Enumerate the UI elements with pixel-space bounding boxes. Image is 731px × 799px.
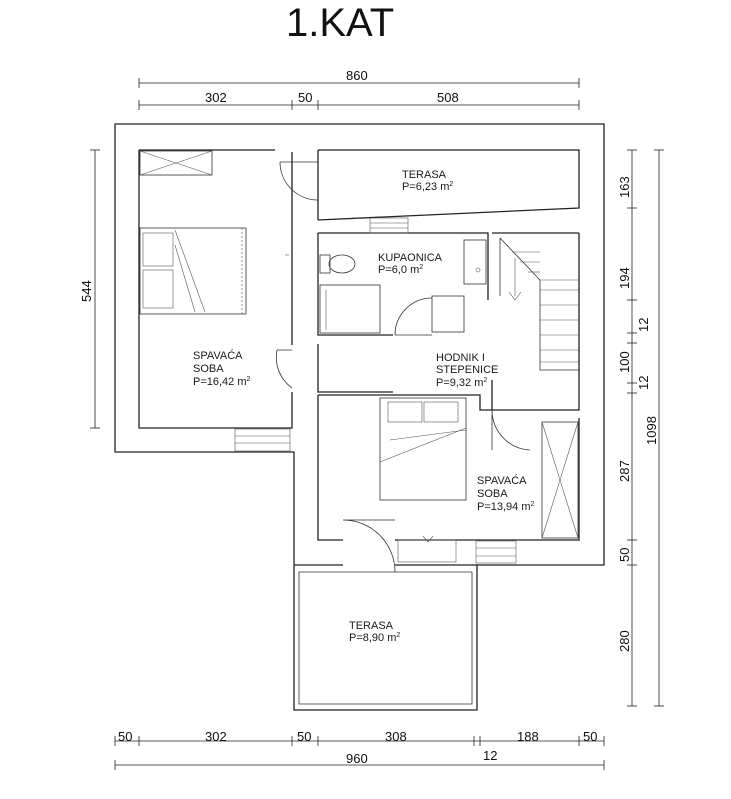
dim-bottom-small: 12 (483, 748, 497, 763)
dim-bottom-seg-5: 188 (517, 729, 539, 744)
room-hodnik-name1: HODNIK I (436, 352, 485, 364)
dim-right-seg-6: 287 (617, 460, 632, 482)
dim-left: 544 (79, 280, 94, 302)
room-terasa-bottom-area: P=8,90 m2 (349, 632, 400, 644)
room-terasa-top-name: TERASA (402, 169, 447, 181)
dim-bottom-seg-6: 50 (583, 729, 597, 744)
room-spavaca-right-name2: SOBA (477, 488, 508, 500)
fixtures (139, 150, 579, 564)
room-hodnik-name2: STEPENICE (436, 364, 498, 376)
room-terasa-top-area: P=6,23 m2 (402, 181, 453, 193)
room-spavaca-left-name1: SPAVAĆA (193, 349, 243, 362)
dim-right-seg-2: 194 (617, 267, 632, 289)
stairs (499, 237, 579, 371)
dim-right-seg-7: 50 (617, 548, 632, 562)
plan-title: 1.KAT (286, 1, 394, 45)
dim-top-seg-3: 508 (437, 90, 459, 105)
dim-bottom-seg-1: 50 (118, 729, 132, 744)
dimensions-right: 163 194 12 100 12 287 50 280 1098 (617, 149, 664, 707)
room-kupaonica-name: KUPAONICA (378, 252, 443, 264)
room-labels: TERASA P=6,23 m2 KUPAONICA P=6,0 m2 SPAV… (193, 169, 535, 644)
dim-top-total: 860 (346, 68, 368, 83)
dim-right-total: 1098 (644, 416, 659, 445)
dimensions-top: 860 302 50 508 (138, 68, 580, 110)
dim-bottom-seg-2: 302 (205, 729, 227, 744)
dim-right-seg-4: 100 (617, 351, 632, 373)
room-spavaca-right-name1: SPAVAĆA (477, 474, 527, 487)
dim-top-seg-1: 302 (205, 90, 227, 105)
room-spavaca-left-area: P=16,42 m2 (193, 376, 251, 388)
room-kupaonica-area: P=6,0 m2 (378, 264, 423, 276)
room-spavaca-right-area: P=13,94 m2 (477, 501, 535, 513)
doors (275, 161, 531, 573)
room-spavaca-left-name2: SOBA (193, 363, 224, 375)
dim-bottom-total: 960 (346, 751, 368, 766)
dim-right-seg-1: 163 (617, 176, 632, 198)
dim-right-seg-5: 12 (636, 376, 651, 390)
room-hodnik-area: P=9,32 m2 (436, 377, 487, 389)
dimensions-bottom: 50 302 50 308 188 50 12 960 (114, 729, 605, 770)
dim-bottom-seg-4: 308 (385, 729, 407, 744)
dim-top-seg-2: 50 (298, 90, 312, 105)
dim-right-seg-8: 280 (617, 630, 632, 652)
dimensions-left: 544 (79, 149, 100, 429)
dim-bottom-seg-3: 50 (297, 729, 311, 744)
room-terasa-bottom-name: TERASA (349, 620, 394, 632)
walls (114, 123, 605, 711)
dim-right-seg-3: 12 (636, 318, 651, 332)
